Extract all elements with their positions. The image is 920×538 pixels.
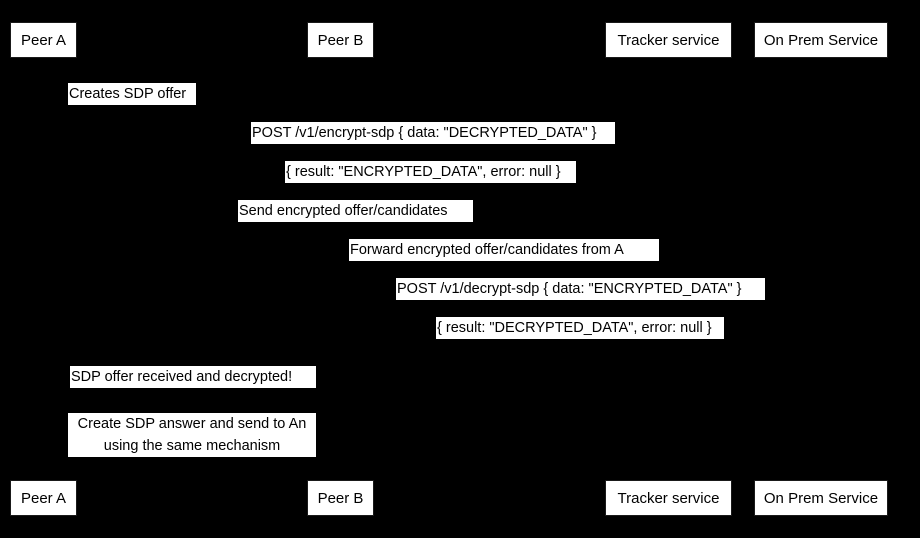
message-creates-sdp-offer[interactable]: Creates SDP offer bbox=[68, 83, 196, 105]
peer-b-lifeline bbox=[340, 58, 341, 480]
participant-on-prem-bottom[interactable]: On Prem Service bbox=[754, 480, 888, 516]
message-label: POST /v1/decrypt-sdp { data: "ENCRYPTED_… bbox=[397, 280, 742, 297]
on-prem-lifeline bbox=[821, 58, 822, 480]
participant-peer-a-bottom[interactable]: Peer A bbox=[10, 480, 77, 516]
message-label: Create SDP answer and send to An using t… bbox=[77, 416, 307, 454]
message-label: Send encrypted offer/candidates bbox=[239, 202, 448, 219]
message-label: Creates SDP offer bbox=[69, 85, 187, 102]
message-label: { result: "DECRYPTED_DATA", error: null … bbox=[437, 319, 712, 336]
participant-peer-b-bottom[interactable]: Peer B bbox=[307, 480, 374, 516]
participant-label: Tracker service bbox=[617, 31, 720, 49]
message-create-sdp-answer[interactable]: Create SDP answer and send to An using t… bbox=[68, 413, 316, 457]
message-label: Forward encrypted offer/candidates from … bbox=[350, 241, 624, 258]
participant-label: Peer A bbox=[20, 31, 67, 49]
participant-label: On Prem Service bbox=[763, 489, 879, 507]
participant-tracker-top[interactable]: Tracker service bbox=[605, 22, 732, 58]
message-label: { result: "ENCRYPTED_DATA", error: null … bbox=[286, 163, 561, 180]
message-forward-encrypted-offer[interactable]: Forward encrypted offer/candidates from … bbox=[349, 239, 659, 261]
message-encrypt-sdp-response[interactable]: { result: "ENCRYPTED_DATA", error: null … bbox=[285, 161, 576, 183]
participant-label: Peer A bbox=[20, 489, 67, 507]
participant-label: Tracker service bbox=[617, 489, 720, 507]
participant-peer-a-top[interactable]: Peer A bbox=[10, 22, 77, 58]
peer-a-lifeline bbox=[43, 58, 44, 480]
message-send-encrypted-offer[interactable]: Send encrypted offer/candidates bbox=[238, 200, 473, 222]
participant-peer-b-top[interactable]: Peer B bbox=[307, 22, 374, 58]
message-sdp-offer-received[interactable]: SDP offer received and decrypted! bbox=[70, 366, 316, 388]
message-label: POST /v1/encrypt-sdp { data: "DECRYPTED_… bbox=[252, 124, 597, 141]
participant-tracker-bottom[interactable]: Tracker service bbox=[605, 480, 732, 516]
participant-on-prem-top[interactable]: On Prem Service bbox=[754, 22, 888, 58]
message-label: SDP offer received and decrypted! bbox=[71, 368, 293, 385]
participant-label: Peer B bbox=[317, 489, 364, 507]
participant-label: Peer B bbox=[317, 31, 364, 49]
participant-label: On Prem Service bbox=[763, 31, 879, 49]
tracker-lifeline bbox=[668, 58, 669, 480]
message-decrypt-sdp-response[interactable]: { result: "DECRYPTED_DATA", error: null … bbox=[436, 317, 724, 339]
message-post-encrypt-sdp[interactable]: POST /v1/encrypt-sdp { data: "DECRYPTED_… bbox=[251, 122, 615, 144]
message-post-decrypt-sdp[interactable]: POST /v1/decrypt-sdp { data: "ENCRYPTED_… bbox=[396, 278, 765, 300]
